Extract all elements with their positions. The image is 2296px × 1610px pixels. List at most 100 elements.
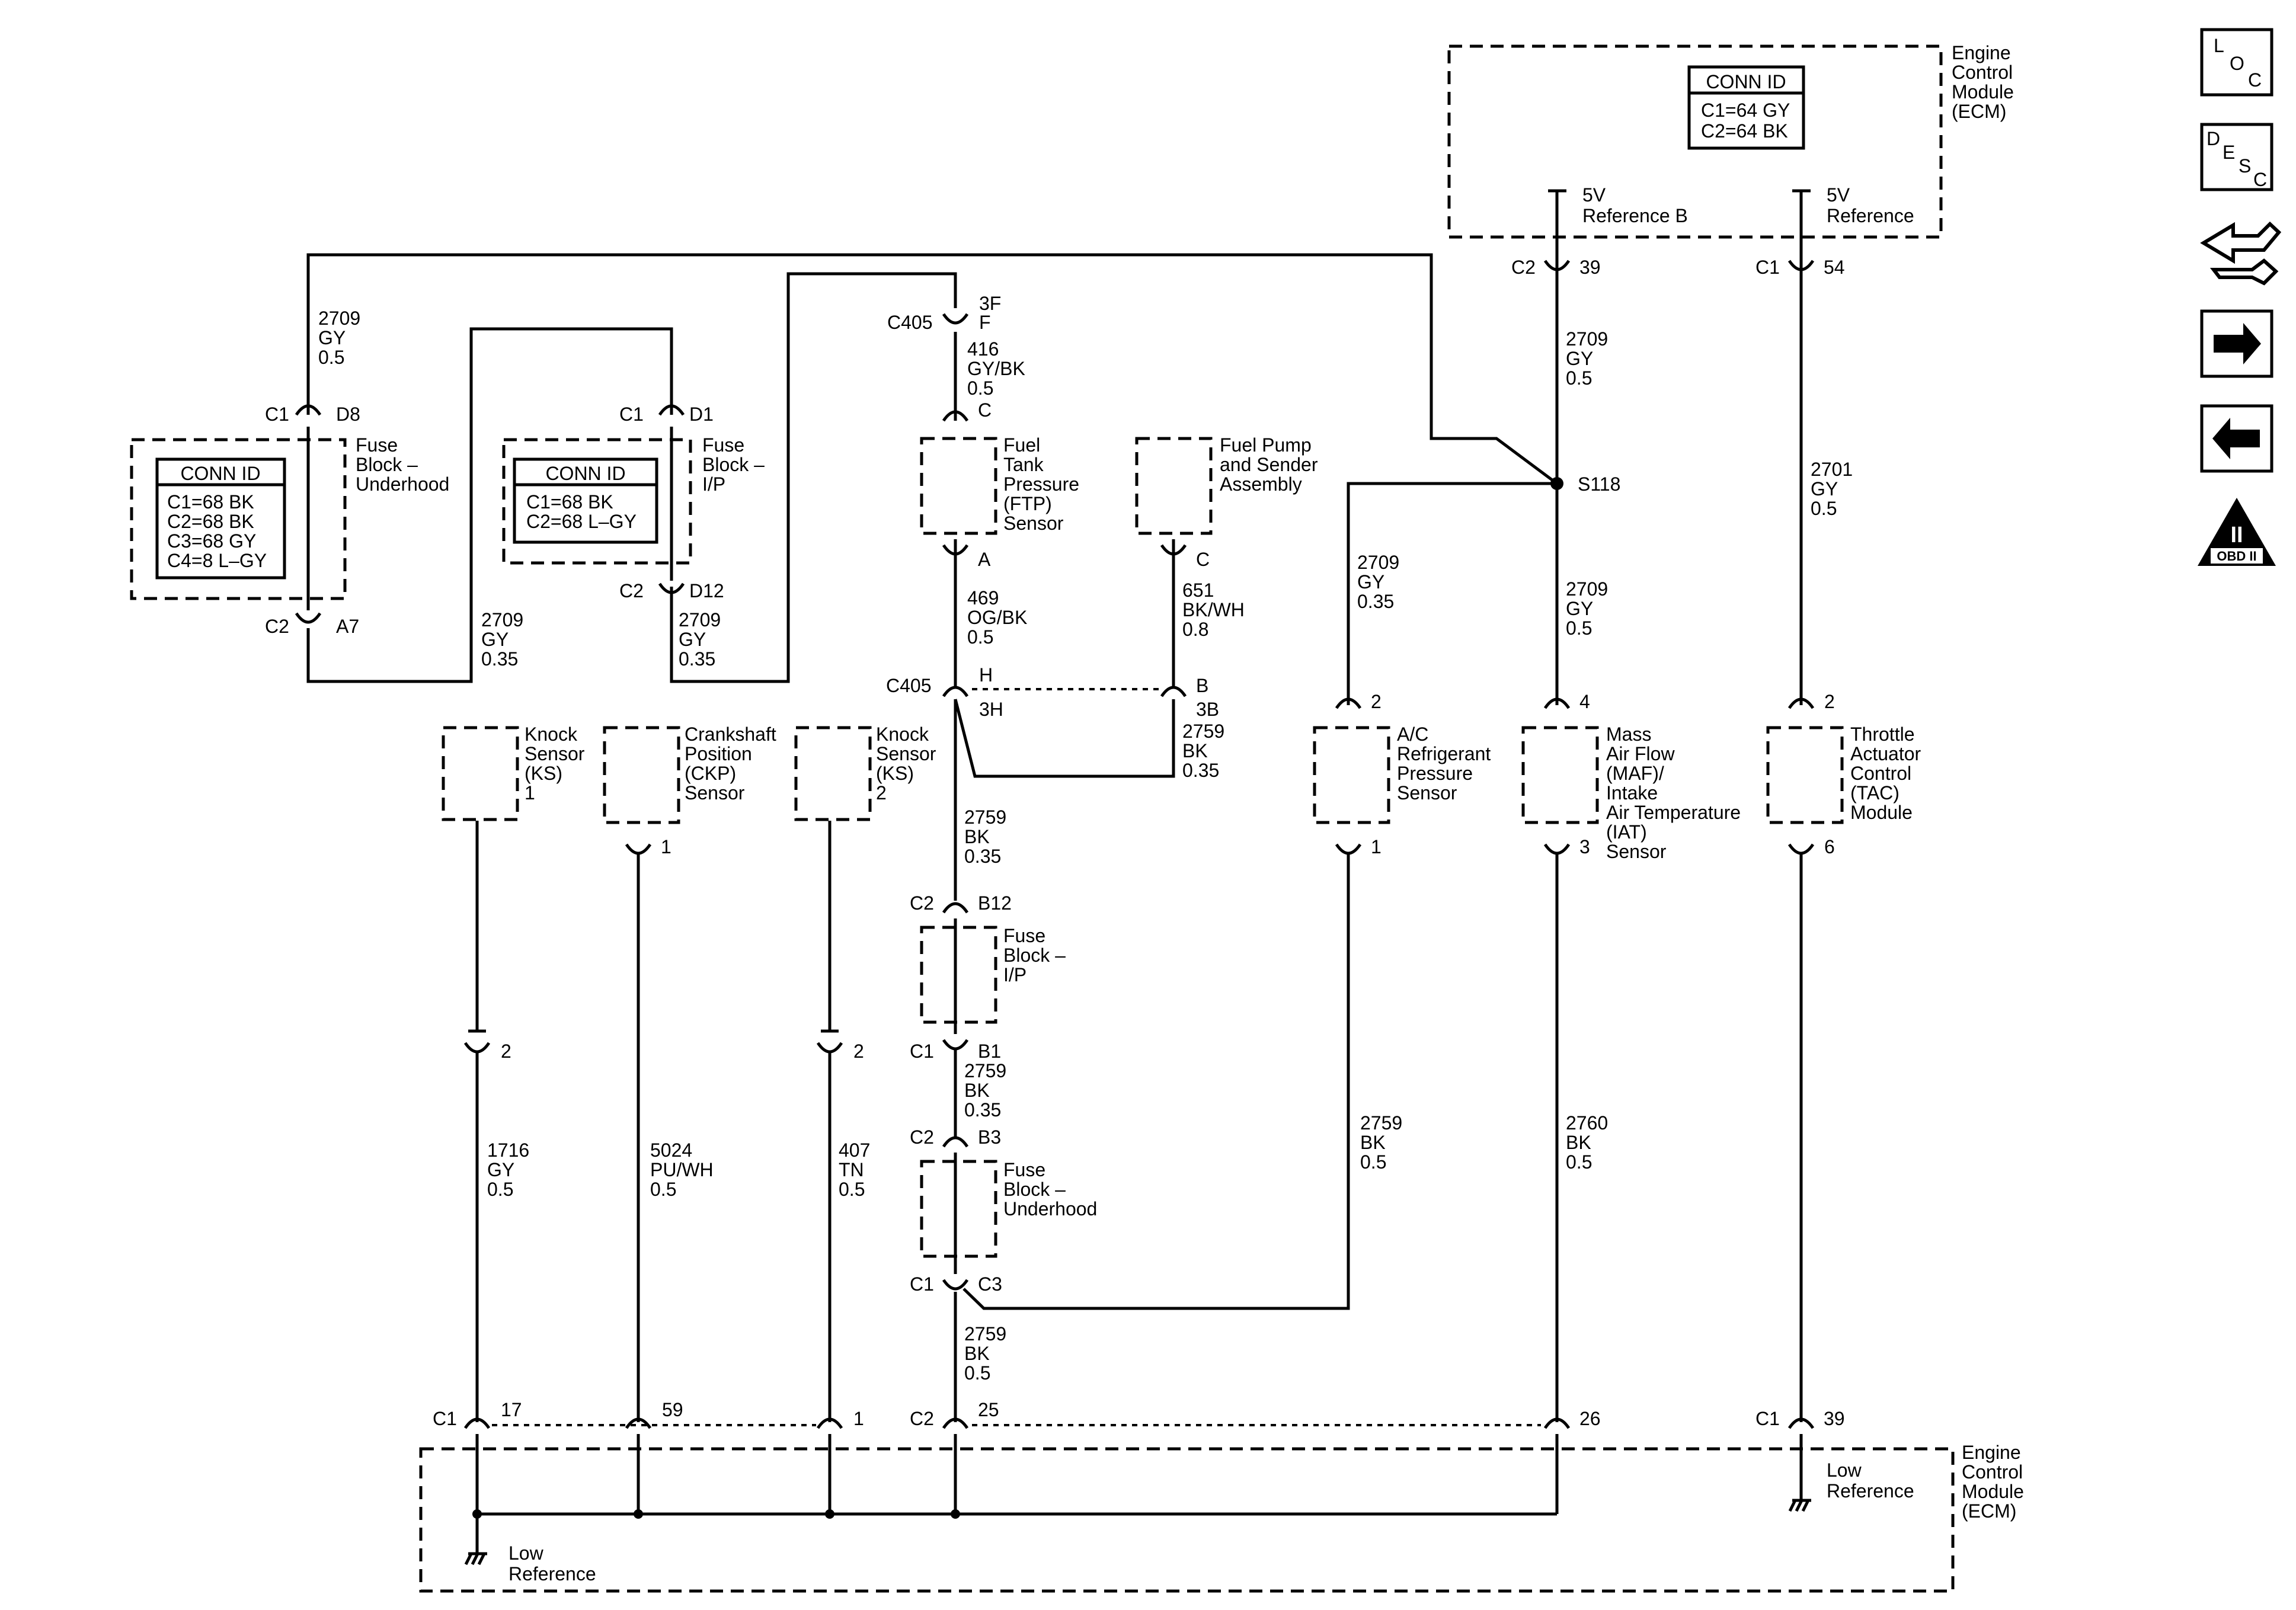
wire-1716-num: 1716	[487, 1140, 529, 1161]
knock2-label-2: Sensor	[876, 743, 936, 764]
wire-2759-ac-color: BK	[1360, 1132, 1386, 1153]
ecm-top-pin2-num: 54	[1824, 257, 1845, 278]
wire-407-num: 407	[839, 1140, 870, 1161]
wire-2759-c-size: 0.35	[964, 1099, 1001, 1121]
wire-2709-ac-num: 2709	[1357, 552, 1399, 573]
fuse-underhood-mid-top-pin: B3	[978, 1126, 1001, 1148]
fuse-ip-mid-bottom-conn: C1	[910, 1041, 934, 1062]
ecm-bottom-low-ref-left-2: Reference	[509, 1563, 596, 1585]
wire-5024-size: 0.5	[650, 1179, 676, 1200]
knock2-label-4: 2	[876, 782, 887, 804]
wrench-tools-icon[interactable]	[2200, 221, 2282, 286]
ckp-label-1: Crankshaft	[685, 724, 776, 745]
ecm-top-outline	[1447, 44, 1943, 239]
wire-2709-ac-color: GY	[1357, 571, 1384, 593]
ground-icon	[1788, 1499, 1811, 1512]
wire-2709-c-color: GY	[679, 629, 706, 650]
fuse-underhood-conn-id-row-1: C1=68 BK	[167, 491, 254, 513]
fuse-underhood-conn-id-row-2: C2=68 BK	[167, 511, 254, 532]
wire-2759-a-color: BK	[1182, 740, 1208, 761]
obd-icon-label: OBD II	[2217, 549, 2256, 564]
fuse-underhood-top-pin: D8	[336, 404, 360, 425]
wire-5024-num: 5024	[650, 1140, 692, 1161]
ftp-pin-top: C	[978, 399, 992, 421]
tac-label-1: Throttle	[1850, 724, 1914, 745]
ecm-top-title-1: Engine	[1952, 42, 2011, 63]
loc-icon-letter-l: L	[2214, 35, 2224, 56]
obd-ii-icon[interactable]: II OBD II	[2198, 498, 2276, 566]
fuse-underhood-mid-top-conn: C2	[910, 1126, 934, 1148]
fuse-underhood-mid-label-3: Underhood	[1003, 1198, 1097, 1219]
ecm-top-title-2: Control	[1952, 62, 2013, 83]
fuse-ip-conn-id-header: CONN ID	[545, 463, 625, 484]
arrow-left-icon[interactable]	[2200, 404, 2273, 473]
wire-2709-mid-color: GY	[1566, 598, 1593, 619]
ckp-pin-bottom: 1	[661, 836, 671, 857]
ecm-bottom-title-1: Engine	[1962, 1442, 2021, 1463]
ecm-top-pin2-label-1: 5V	[1827, 184, 1850, 206]
ecm-top-conn-id-row-1: C1=64 GY	[1701, 100, 1790, 121]
wire-469-num: 469	[967, 587, 999, 609]
wire-2701-color: GY	[1811, 478, 1838, 500]
wire-2709-ecm-size: 0.5	[1566, 367, 1592, 389]
loc-icon[interactable]: L O C	[2200, 28, 2273, 97]
ecm-bottom-outline	[419, 1447, 1955, 1593]
maf-label-5: Air Temperature	[1606, 802, 1741, 823]
ecm-bottom-title-3: Module	[1962, 1481, 2024, 1502]
ckp-label-3: (CKP)	[685, 763, 736, 784]
ecm-bottom-pin-1-num: 17	[501, 1399, 522, 1420]
fuse-block-underhood-mid: Fuse Block – Underhood C2 B3 C1 C3	[910, 1126, 1097, 1295]
maf-label-4: Intake	[1606, 782, 1658, 804]
wire-2759-c-color: BK	[964, 1080, 990, 1101]
ecm-bottom-pin-5-num: 26	[1579, 1408, 1601, 1429]
arrow-right-icon[interactable]	[2200, 309, 2273, 378]
wire-1716-size: 0.5	[487, 1179, 513, 1200]
ecm-top-conn-id-table: CONN ID C1=64 GY C2=64 BK	[1687, 65, 1805, 150]
fuse-underhood-bottom-conn: C2	[265, 616, 289, 637]
fuse-underhood-label-1: Fuse	[356, 434, 398, 456]
knock1-label-1: Knock	[525, 724, 578, 745]
loc-icon-letter-c: C	[2248, 69, 2262, 91]
ecm-bottom-pin-6-conn: C1	[1755, 1408, 1780, 1429]
ecm-top-title-3: Module	[1952, 81, 2014, 103]
fuse-underhood-conn-id-row-3: C3=68 GY	[167, 530, 256, 552]
ac-pin-bottom: 1	[1371, 836, 1382, 857]
knock2-pin-mid: 2	[853, 1041, 864, 1062]
wire-2701-size: 0.5	[1811, 498, 1837, 519]
ac-refrigerant-sensor: 2 1 A/C Refrigerant Pressure Sensor	[1313, 691, 1491, 857]
ftp-label-3: Pressure	[1003, 473, 1079, 495]
maf-label-7: Sensor	[1606, 841, 1667, 862]
desc-icon[interactable]: D E S C	[2200, 123, 2273, 191]
fuel-pump-label-2: and Sender	[1220, 454, 1318, 475]
wire-469-color: OG/BK	[967, 607, 1027, 628]
knock1-pin-mid: 2	[501, 1041, 511, 1062]
fuse-ip-mid-top-pin: B12	[978, 892, 1012, 914]
wire-2760-size: 0.5	[1566, 1151, 1592, 1173]
wire-2759-b-num: 2759	[964, 806, 1006, 828]
ftp-label-5: Sensor	[1003, 513, 1064, 534]
wire-2709-c-num: 2709	[679, 609, 721, 630]
c405-top-pin-3f: 3F	[979, 293, 1001, 314]
ftp-pin-bottom: A	[978, 549, 991, 570]
fuse-underhood-label-3: Underhood	[356, 473, 449, 495]
ecm-top-pin1-label-1: 5V	[1582, 184, 1606, 206]
connector-c405: C405 3F F C405 H 3H B 3B	[886, 293, 1219, 720]
ecm-bottom-pin-3-num: 1	[853, 1408, 864, 1429]
tac-pin-top: 2	[1824, 691, 1835, 712]
ac-label-2: Refrigerant	[1397, 743, 1491, 764]
maf-label-6: (IAT)	[1606, 821, 1647, 843]
ckp-sensor: Crankshaft Position (CKP) Sensor 1	[603, 724, 776, 857]
fuse-ip-conn-id-row-2: C2=68 L–GY	[526, 511, 637, 532]
wire-651-num: 651	[1182, 580, 1214, 601]
ac-label-3: Pressure	[1397, 763, 1473, 784]
fuse-underhood-mid-bottom-conn: C1	[910, 1273, 934, 1295]
fuse-underhood-top-conn: C1	[265, 404, 289, 425]
fuse-underhood-mid-label-2: Block –	[1003, 1179, 1066, 1200]
connector-pins	[295, 260, 1815, 1429]
wire-2759-b-color: BK	[964, 826, 990, 847]
maf-iat-sensor: 4 3 Mass Air Flow (MAF)/ Intake Air Temp…	[1521, 691, 1741, 862]
ac-pin-top: 2	[1371, 691, 1382, 712]
wire-416-num: 416	[967, 338, 999, 360]
wire-416-size: 0.5	[967, 377, 993, 399]
fuse-underhood-label-2: Block –	[356, 454, 418, 475]
